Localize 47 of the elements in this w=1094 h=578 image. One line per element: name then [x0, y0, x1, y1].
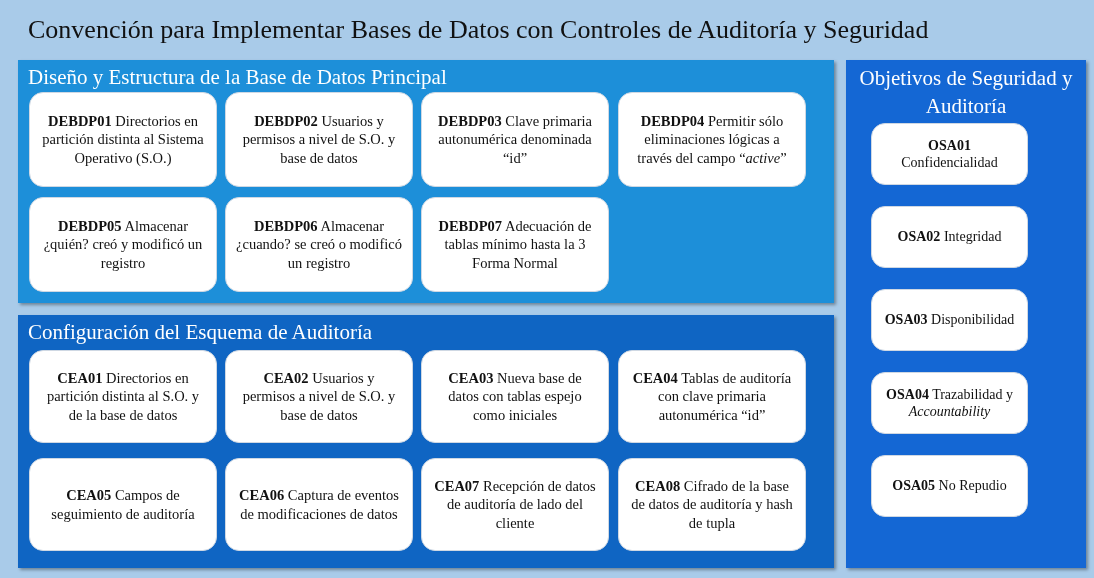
section-panel	[846, 60, 1086, 568]
requirement-text: OSA02 Integridad	[897, 228, 1002, 246]
requirement-text: DEBDP04 Permitir sólo eliminaciones lógicas a través del campo “active”	[636, 112, 788, 167]
requirement-text: OSA04 Trazabilidad y Accountability	[885, 385, 1014, 421]
requirement-text: DEBDP02 Usuarios y permisos a nivel de S.O. y base de datos	[241, 112, 397, 167]
requirement-card	[421, 458, 609, 551]
requirement-card	[871, 455, 1028, 517]
requirement-text: CEA06 Captura de eventos de modificaciones de datos	[238, 486, 400, 523]
requirement-card	[618, 350, 806, 443]
section-heading: Objetivos de Seguridad y Auditoría	[858, 65, 1074, 121]
requirement-card	[29, 458, 217, 551]
requirement-card	[225, 197, 413, 292]
requirement-text: CEA04 Tablas de auditoría con clave primaria autonumérica “id”	[631, 369, 793, 424]
requirement-text: OSA03 Disponibilidad	[884, 311, 1015, 329]
requirement-card	[871, 123, 1028, 185]
requirement-card	[225, 350, 413, 443]
requirement-card	[225, 92, 413, 187]
section-heading: Diseño y Estructura de la Base de Datos Principal	[28, 66, 447, 90]
requirement-card	[225, 458, 413, 551]
requirement-text: CEA07 Recepción de datos de auditoría de lado del cliente	[433, 477, 597, 532]
requirement-text: CEA08 Cifrado de la base de datos de auditoría y hash de tupla	[630, 477, 794, 532]
requirement-text: DEBDP06 Almacenar ¿cuando? se creó o modificó un registro	[236, 217, 402, 272]
requirement-card	[871, 206, 1028, 268]
requirement-text: CEA01 Directorios en partición distinta al S.O. y de la base de datos	[45, 369, 201, 424]
requirement-text: OSA01 Confidencialidad	[900, 136, 999, 172]
requirement-card	[871, 372, 1028, 434]
requirement-card	[421, 197, 609, 292]
section-panel	[18, 60, 834, 303]
requirement-text: DEBDP03 Clave primaria autonumérica denominada “id”	[437, 112, 593, 167]
requirement-text: DEBDP01 Directorios en partición distinta al Sistema Operativo (S.O.)	[41, 112, 205, 167]
frame-heading: Convención para Implementar Bases de Datos con Controles de Auditoría y Seguridad	[28, 16, 929, 45]
requirement-card	[29, 197, 217, 292]
section-panel	[18, 315, 834, 568]
requirement-card	[871, 289, 1028, 351]
requirement-card	[618, 92, 806, 187]
requirement-card	[29, 350, 217, 443]
section-heading: Configuración del Esquema de Auditoría	[28, 321, 373, 345]
requirement-text: CEA02 Usuarios y permisos a nivel de S.O. y base de datos	[241, 369, 397, 424]
requirement-text: DEBDP07 Adecuación de tablas mínimo hasta la 3 Forma Normal	[437, 217, 593, 272]
requirement-text: CEA03 Nueva base de datos con tablas espejo como iniciales	[447, 369, 583, 424]
requirement-card	[421, 350, 609, 443]
requirement-text: DEBDP05 Almacenar ¿quién? creó y modificó un registro	[42, 217, 204, 272]
requirement-card	[618, 458, 806, 551]
requirement-card	[29, 92, 217, 187]
requirement-text: CEA05 Campos de seguimiento de auditoría	[50, 486, 196, 523]
requirement-text: OSA05 No Repudio	[892, 477, 1007, 495]
requirement-card	[421, 92, 609, 187]
